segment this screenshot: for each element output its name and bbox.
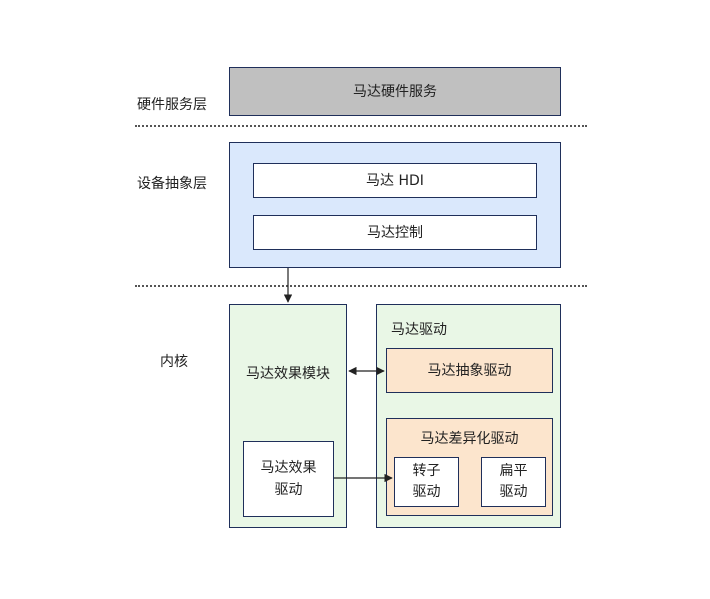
flat-driver-label: 扁平 驱动: [499, 463, 528, 500]
motor-effect-driver-box: 马达效果 驱动: [243, 441, 334, 517]
motor-hw-service-label: 马达硬件服务: [353, 83, 437, 100]
motor-driver-label: 马达驱动: [391, 322, 447, 338]
layer-label-kernel: 内核: [160, 354, 188, 370]
rotor-driver-label: 转子 驱动: [412, 463, 441, 500]
motor-effect-driver-label: 马达效果 驱动: [260, 460, 317, 498]
motor-abstract-driver-box: 马达抽象驱动: [386, 348, 553, 393]
rotor-driver-box: 转子 驱动: [394, 457, 459, 507]
motor-hdi-label: 马达 HDI: [366, 172, 424, 189]
layer-label-device-abstraction: 设备抽象层: [137, 176, 207, 192]
layer-separator-1: [135, 125, 587, 127]
motor-effect-module-label: 马达效果模块: [246, 366, 330, 382]
layer-label-hardware-service: 硬件服务层: [137, 97, 207, 113]
layer-separator-2: [135, 285, 587, 287]
motor-control-box: 马达控制: [253, 215, 537, 250]
motor-diff-driver-label: 马达差异化驱动: [420, 431, 519, 447]
motor-hw-service-box: 马达硬件服务: [229, 67, 561, 116]
motor-control-label: 马达控制: [367, 224, 423, 241]
flat-driver-box: 扁平 驱动: [481, 457, 546, 507]
motor-hdi-box: 马达 HDI: [253, 163, 537, 198]
motor-abstract-driver-label: 马达抽象驱动: [427, 362, 512, 379]
